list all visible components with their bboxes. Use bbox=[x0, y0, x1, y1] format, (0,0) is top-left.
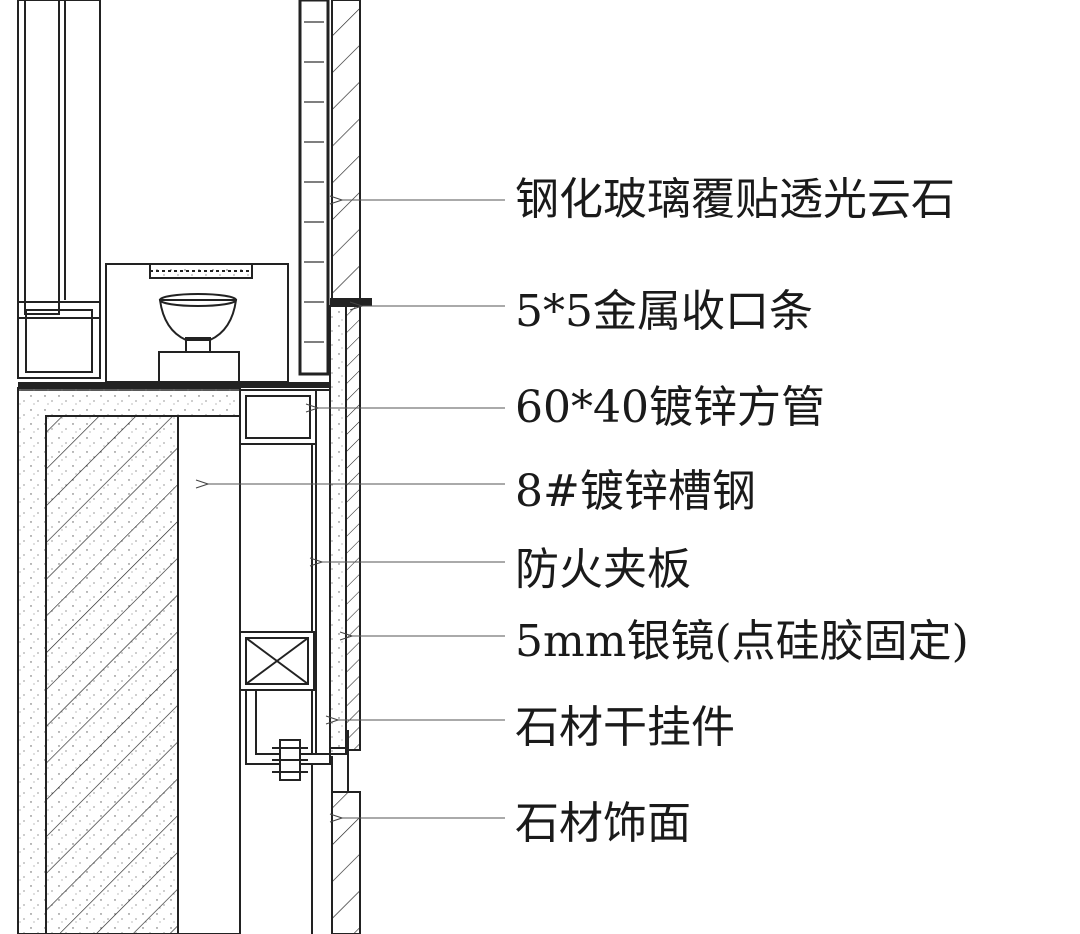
window-frame bbox=[17, 0, 101, 379]
callout-labels: 钢化玻璃覆贴透光云石 5*5金属收口条 60*40镀锌方管 8#镀锌槽钢 防火夹… bbox=[515, 174, 969, 849]
callout-stone-finish: 石材饰面 bbox=[515, 798, 691, 849]
stone-finish-panel bbox=[331, 756, 361, 934]
callout-mirror: 5mm银镜(点硅胶固定) bbox=[515, 616, 969, 667]
callout-square-tube: 60*40镀锌方管 bbox=[515, 382, 825, 433]
callout-dry-hanger: 石材干挂件 bbox=[515, 702, 735, 753]
concrete-wall bbox=[17, 387, 241, 934]
callout-channel-steel: 8#镀锌槽钢 bbox=[515, 466, 756, 517]
square-tube-upper bbox=[239, 389, 317, 445]
leader-lines bbox=[208, 200, 505, 818]
light-fixture bbox=[105, 263, 289, 383]
callout-glass: 钢化玻璃覆贴透光云石 bbox=[515, 174, 955, 225]
callout-fire-board: 防火夹板 bbox=[515, 544, 691, 595]
callout-metal-trim: 5*5金属收口条 bbox=[515, 286, 813, 337]
square-tube-lower bbox=[239, 631, 315, 691]
